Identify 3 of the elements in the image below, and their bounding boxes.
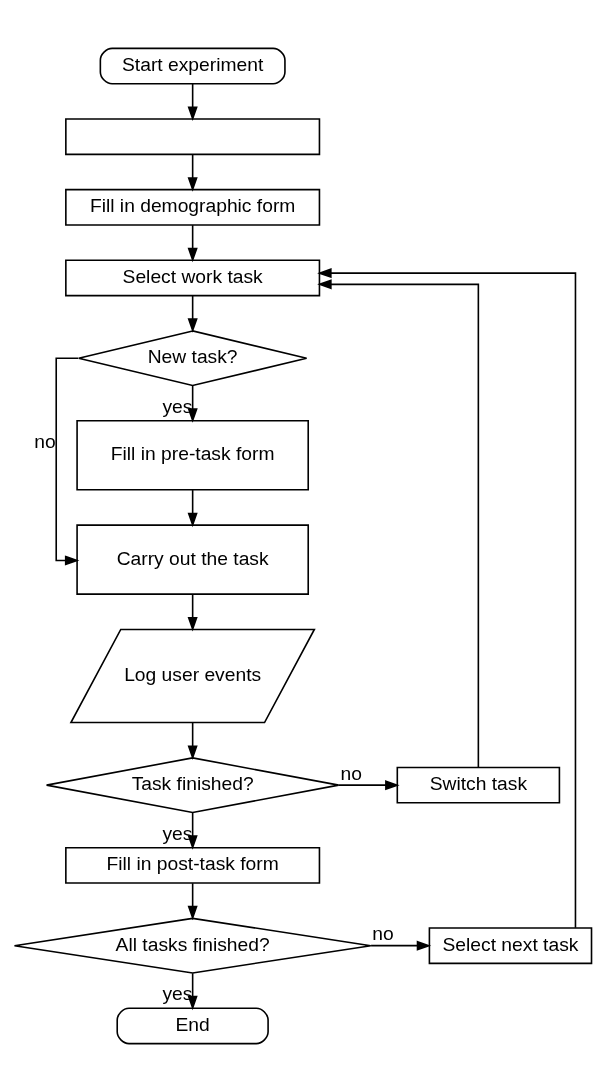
edge-label: no bbox=[34, 430, 56, 452]
edge-label: no bbox=[340, 762, 362, 784]
edge-label: no bbox=[372, 922, 394, 944]
